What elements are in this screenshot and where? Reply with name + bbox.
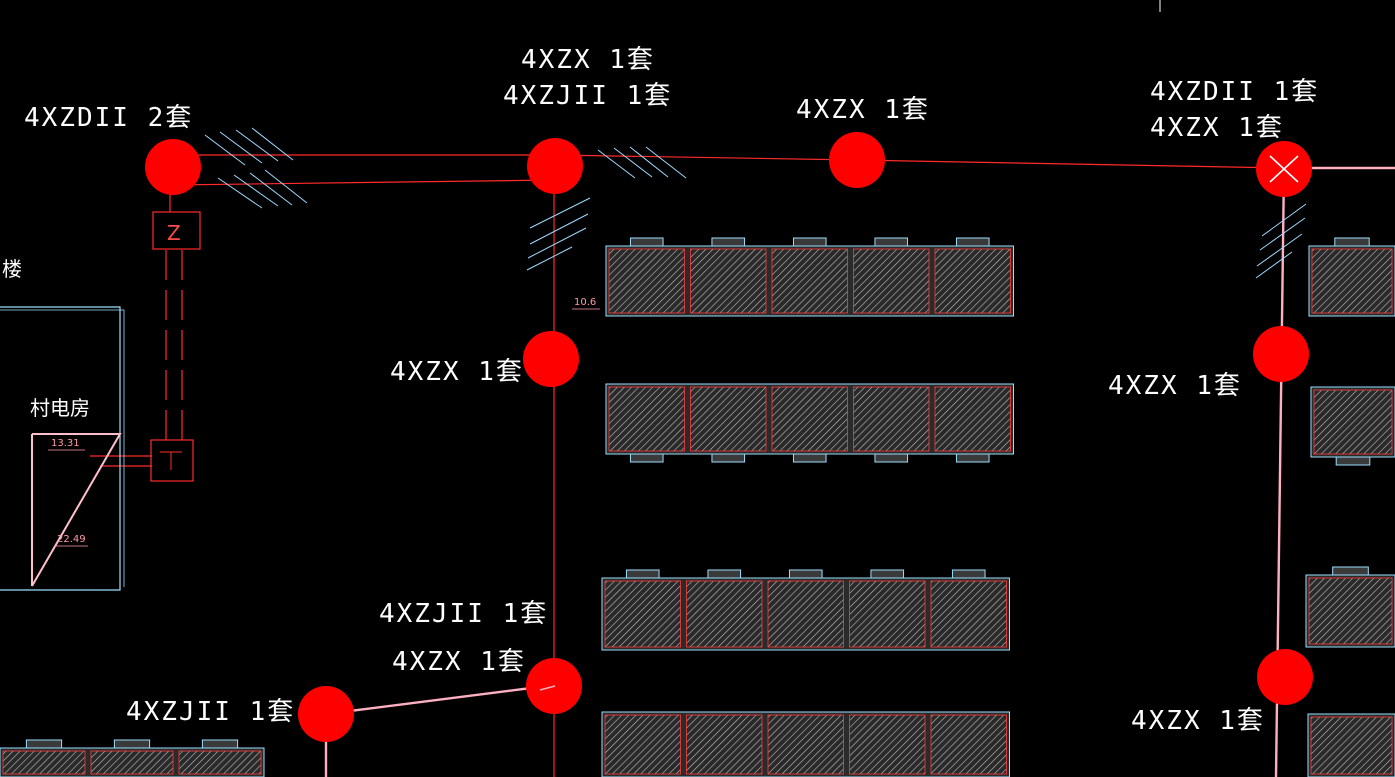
wire-top-right xyxy=(856,159,1285,169)
label-bottom-mid-1: 4XZJII 1套 xyxy=(379,599,548,629)
wire-top-mid xyxy=(554,154,858,161)
node-mid-left[interactable] xyxy=(523,331,579,387)
equipment-labels: 4XZDII 2套 4XZX 1套 4XZJII 1套 4XZX 1套 4XZD… xyxy=(24,45,1319,736)
label-mid-left: 4XZX 1套 xyxy=(390,357,524,387)
label-top-right-2: 4XZX 1套 xyxy=(1150,113,1284,143)
building-label-partial: 楼 xyxy=(2,257,22,281)
label-top-mid-1: 4XZX 1套 xyxy=(521,45,655,75)
building-row-4 xyxy=(601,711,1010,777)
label-top-right-1: 4XZDII 1套 xyxy=(1150,77,1319,107)
label-top-mid-2: 4XZJII 1套 xyxy=(503,81,672,111)
label-top-left: 4XZDII 2套 xyxy=(24,103,193,133)
substation-label: 村电房 xyxy=(30,396,90,420)
junction-box-letter: Z xyxy=(167,221,181,245)
building-right-3 xyxy=(1305,566,1395,648)
label-bottom-left: 4XZJII 1套 xyxy=(126,697,295,727)
distribution-nodes xyxy=(145,132,1313,742)
node-bottom-left[interactable] xyxy=(298,686,354,742)
node-mid-right[interactable] xyxy=(1253,326,1309,382)
building-right-2 xyxy=(1310,386,1395,466)
wire-bottom-diagonal xyxy=(325,683,556,716)
building-row-3 xyxy=(601,569,1010,651)
dimension-22-49: 22.49 xyxy=(57,534,86,545)
wire-top-lower xyxy=(172,179,556,186)
building-right-4 xyxy=(1307,713,1395,777)
junction-box-top[interactable]: Z xyxy=(152,211,201,250)
node-top-center[interactable] xyxy=(829,132,885,188)
node-top-mid[interactable] xyxy=(527,138,583,194)
substation-building[interactable] xyxy=(0,306,125,591)
building-bottom-left xyxy=(0,739,265,777)
building-row-1 xyxy=(605,237,1014,317)
dimension-13-31: 13.31 xyxy=(51,438,80,449)
dimension-10-6: 10.6 xyxy=(574,297,596,308)
building-right-1 xyxy=(1308,237,1395,317)
building-row-2 xyxy=(605,383,1014,463)
label-mid-right: 4XZX 1套 xyxy=(1108,371,1242,401)
label-top-center: 4XZX 1套 xyxy=(796,95,930,125)
node-bottom-right[interactable] xyxy=(1257,649,1313,705)
junction-box-bottom[interactable] xyxy=(150,439,194,482)
node-top-left[interactable] xyxy=(145,139,201,195)
label-bottom-mid-2: 4XZX 1套 xyxy=(392,647,526,677)
cable-hatch-marks xyxy=(204,127,1307,279)
label-bottom-right: 4XZX 1套 xyxy=(1131,706,1265,736)
building-blocks xyxy=(0,237,1395,777)
